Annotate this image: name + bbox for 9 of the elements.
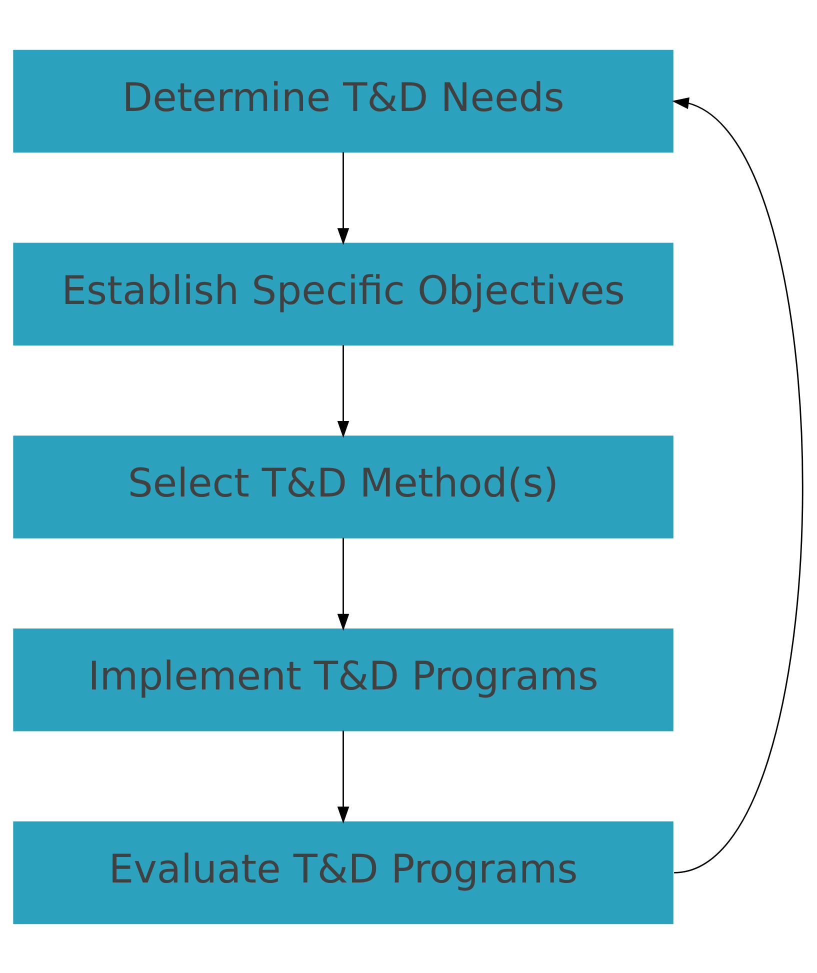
node-box: Establish Specific Objectives [13, 242, 674, 346]
arrow [337, 537, 350, 630]
node-box: Select T&D Method(s) [13, 435, 674, 538]
arrow [337, 730, 350, 824]
arrow [337, 344, 350, 438]
node-box: Determine T&D Needs [13, 49, 674, 152]
node-box: Evaluate T&D Programs [13, 820, 674, 924]
node-box: Implement T&D Programs [13, 628, 674, 731]
arrow [337, 152, 350, 245]
